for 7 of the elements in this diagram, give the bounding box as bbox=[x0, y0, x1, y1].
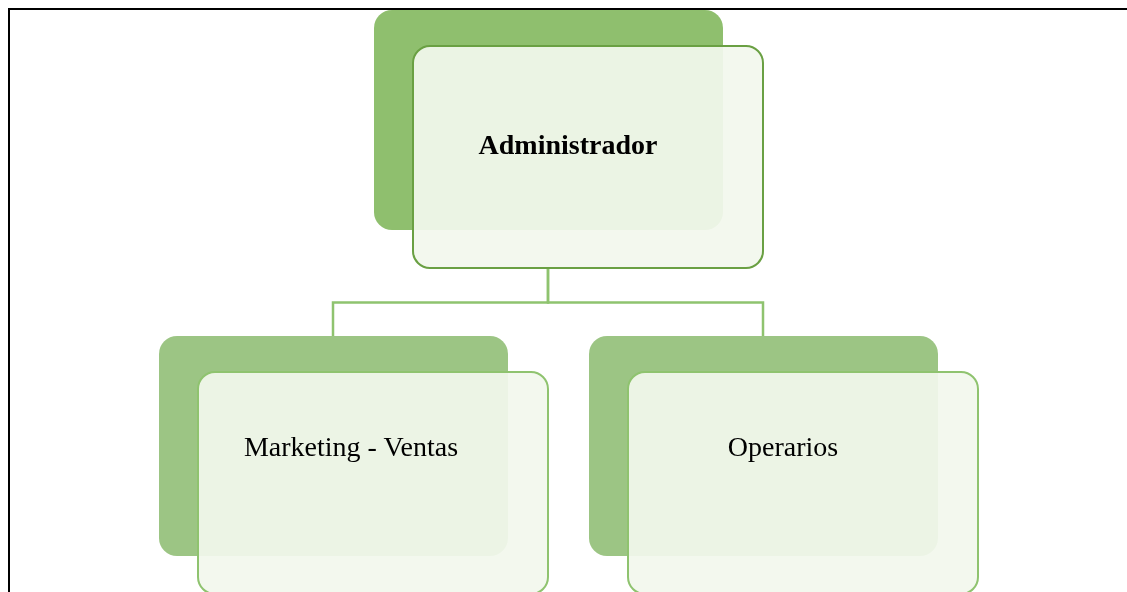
org-chart-box bbox=[159, 336, 549, 592]
org-chart-box bbox=[589, 336, 979, 592]
box-label: Operarios bbox=[727, 431, 839, 463]
org-chart-box bbox=[374, 10, 764, 269]
connector-line bbox=[546, 269, 765, 336]
box-label: Administrador bbox=[478, 129, 658, 161]
box-label: Marketing - Ventas bbox=[243, 431, 459, 463]
